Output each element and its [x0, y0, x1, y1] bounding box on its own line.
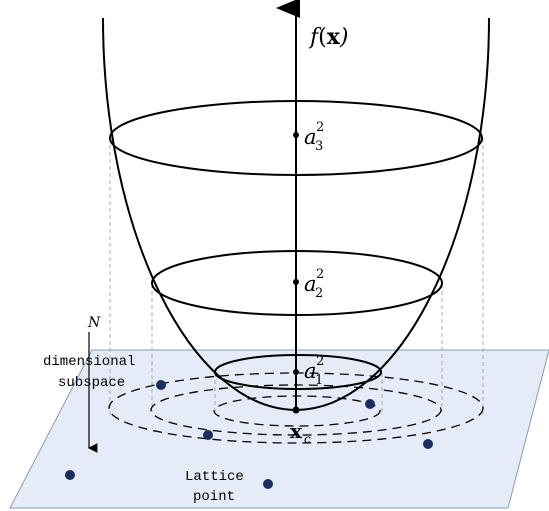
level-label-a2-sup: 2 — [316, 267, 324, 282]
lattice-label-line2: point — [193, 489, 235, 505]
lattice-point — [365, 399, 375, 409]
level-label-a1-sub: 1 — [315, 373, 323, 388]
level-label-a1: a — [304, 359, 317, 383]
level-point-a1 — [293, 369, 299, 375]
axis-label: f(x) — [308, 24, 348, 50]
minimum-point — [292, 406, 300, 414]
lattice-label-line1: Lattice — [185, 469, 244, 485]
subspace-label-n: N — [87, 315, 101, 331]
lattice-point — [423, 439, 433, 449]
level-label-a2: a — [304, 272, 317, 296]
level-label-a3-sup: 2 — [316, 120, 324, 135]
center-label: x — [290, 419, 303, 443]
lattice-point — [263, 479, 273, 489]
level-label-a2-sub: 2 — [315, 286, 323, 301]
level-label-a1-sup: 2 — [316, 354, 324, 369]
lattice-point — [65, 470, 75, 480]
lattice-points — [65, 380, 433, 489]
center-label-sub: c — [304, 432, 311, 446]
level-label-a3: a — [304, 125, 317, 149]
lattice-point — [156, 380, 166, 390]
subspace-plane — [9, 349, 549, 509]
subspace-label-line3: subspace — [58, 375, 125, 391]
projection-guides — [109, 138, 484, 415]
level-label-a3-sub: 3 — [315, 139, 323, 154]
lattice-point — [203, 430, 213, 440]
level-ellipse-1 — [214, 354, 382, 390]
level-point-a3 — [293, 132, 299, 138]
level-point-a2 — [293, 279, 299, 285]
